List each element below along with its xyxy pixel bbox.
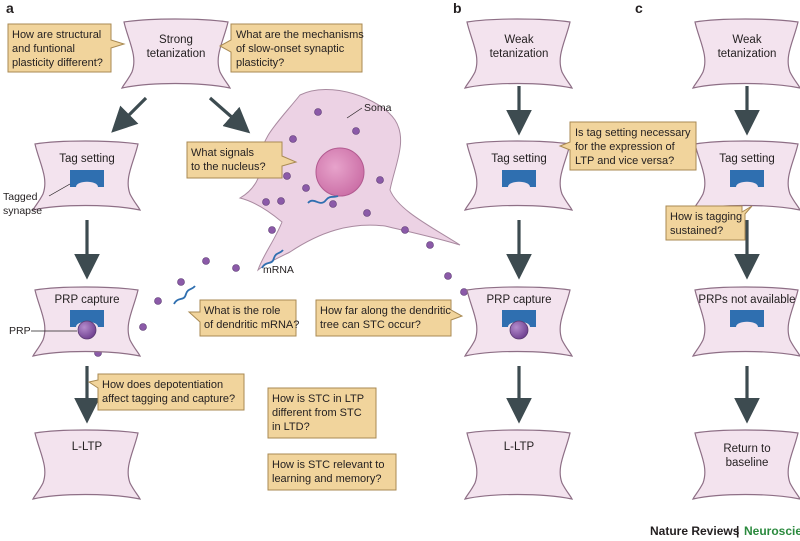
svg-text:of dendritic mRNA?: of dendritic mRNA?	[204, 319, 299, 331]
svg-text:plasticity different?: plasticity different?	[12, 57, 103, 69]
svg-text:How is STC relevant to: How is STC relevant to	[272, 459, 384, 471]
tagged-synapse-line1: Tagged	[3, 191, 38, 203]
svg-text:learning and memory?: learning and memory?	[272, 473, 381, 485]
mrna-squiggle-dendrite	[261, 249, 284, 269]
tag-icon	[730, 170, 764, 187]
callout-depotentiation: How does depotentiation affect tagging a…	[87, 373, 245, 411]
node-prps-not-available: PRPs not available	[691, 286, 800, 357]
node-tag-setting-c: Tag setting	[691, 140, 800, 211]
arrow-strong-to-soma	[208, 96, 251, 134]
journal-section: Neuroscience	[744, 524, 800, 538]
l-ltp-a-label: L-LTP	[72, 441, 103, 453]
tag-icon	[502, 170, 536, 187]
callout-tagging-sustained: How is tagging sustained?	[665, 205, 753, 241]
svg-text:sustained?: sustained?	[670, 225, 723, 237]
prp-icon	[77, 320, 97, 340]
weak-tetanization-c-line1: Weak	[732, 34, 761, 46]
tag-icon	[70, 170, 104, 187]
svg-text:for the expression of: for the expression of	[575, 141, 676, 153]
svg-text:How is STC in LTP: How is STC in LTP	[272, 393, 364, 405]
callout-signals-nucleus: What signals to the nucleus?	[186, 141, 298, 179]
svg-text:What is the role: What is the role	[204, 305, 280, 317]
callout-ltp-ltd: How is STC in LTP different from STC in …	[267, 387, 377, 439]
node-strong-tetanization: Strong tetanization	[120, 18, 232, 89]
node-weak-tetanization-c: Weak tetanization	[691, 18, 800, 89]
callout-dendritic-tree: How far along the dendritic tree can STC…	[315, 299, 464, 337]
svg-text:to the nucleus?: to the nucleus?	[191, 161, 266, 173]
node-tag-setting-a: Tag setting	[31, 140, 142, 211]
prp-icon	[509, 320, 529, 340]
weak-tetanization-b-line2: tetanization	[490, 48, 549, 60]
node-prp-capture-b: PRP capture	[463, 286, 574, 357]
svg-text:and funtional: and funtional	[12, 43, 75, 55]
tagged-synapse-line2: synapse	[3, 205, 42, 217]
callout-mechanisms: What are the mechanisms of slow-onset sy…	[218, 23, 364, 73]
prps-not-available-label: PRPs not available	[698, 294, 795, 306]
nucleus	[315, 147, 365, 197]
soma-label: Soma	[364, 102, 392, 114]
tag-setting-c-label: Tag setting	[719, 153, 775, 165]
node-return-to-baseline: Return to baseline	[691, 429, 800, 500]
tag-icon	[502, 310, 536, 327]
svg-text:in LTD?: in LTD?	[272, 421, 310, 433]
strong-tetanization-line1: Strong	[159, 34, 193, 46]
panel-label-b: b	[453, 0, 462, 16]
strong-tetanization-line2: tetanization	[147, 48, 206, 60]
weak-tetanization-c-line2: tetanization	[718, 48, 777, 60]
prp-label: PRP	[9, 325, 31, 337]
node-tag-setting-b: Tag setting	[463, 140, 574, 211]
svg-text:of slow-onset synaptic: of slow-onset synaptic	[236, 43, 345, 55]
callout-dendritic-mrna: What is the role of dendritic mRNA?	[187, 299, 299, 337]
node-l-ltp-a: L-LTP	[31, 429, 142, 500]
return-to-baseline-line1: Return to	[723, 443, 770, 455]
tag-icon	[730, 310, 764, 327]
arrow-strong-to-tag	[111, 96, 148, 133]
svg-text:LTP and vice versa?: LTP and vice versa?	[575, 155, 674, 167]
tag-icon	[70, 310, 104, 327]
callout-learning-memory: How is STC relevant to learning and memo…	[267, 453, 397, 491]
svg-text:How does depotentiation: How does depotentiation	[102, 379, 223, 391]
neuron-soma	[238, 89, 461, 272]
footer-separator: |	[736, 524, 739, 538]
svg-text:How is tagging: How is tagging	[670, 211, 742, 223]
mrna-label: mRNA	[263, 264, 294, 276]
node-weak-tetanization-b: Weak tetanization	[463, 18, 574, 89]
tag-setting-a-label: Tag setting	[59, 153, 115, 165]
l-ltp-b-label: L-LTP	[504, 441, 535, 453]
callout-tag-necessary: Is tag setting necessary for the express…	[558, 121, 697, 171]
callout-structural-functional: How are structural and funtional plastic…	[7, 23, 126, 73]
svg-text:How are structural: How are structural	[12, 29, 101, 41]
panel-label-c: c	[635, 0, 643, 16]
svg-text:Is tag setting necessary: Is tag setting necessary	[575, 127, 691, 139]
arrows	[74, 86, 760, 424]
prp-capture-b-label: PRP capture	[487, 294, 552, 306]
svg-text:different from STC: different from STC	[272, 407, 362, 419]
svg-text:What are the mechanisms: What are the mechanisms	[236, 29, 364, 41]
svg-text:affect tagging and capture?: affect tagging and capture?	[102, 393, 235, 405]
svg-text:What signals: What signals	[191, 147, 254, 159]
panel-label-a: a	[6, 0, 14, 16]
node-l-ltp-b: L-LTP	[463, 429, 574, 500]
weak-tetanization-b-line1: Weak	[504, 34, 533, 46]
mrna-squiggle-dendrite-2	[173, 285, 196, 305]
prp-capture-a-label: PRP capture	[55, 294, 120, 306]
mrna-squiggle-soma	[307, 195, 339, 204]
granule-dots	[94, 108, 468, 357]
node-prp-capture-a: PRP capture	[31, 286, 142, 357]
tag-setting-b-label: Tag setting	[491, 153, 547, 165]
svg-text:tree can STC occur?: tree can STC occur?	[320, 319, 421, 331]
svg-text:plasticity?: plasticity?	[236, 57, 284, 69]
journal-name: Nature Reviews	[650, 524, 740, 538]
return-to-baseline-line2: baseline	[726, 457, 769, 469]
svg-text:How far along the dendritic: How far along the dendritic	[320, 305, 451, 317]
